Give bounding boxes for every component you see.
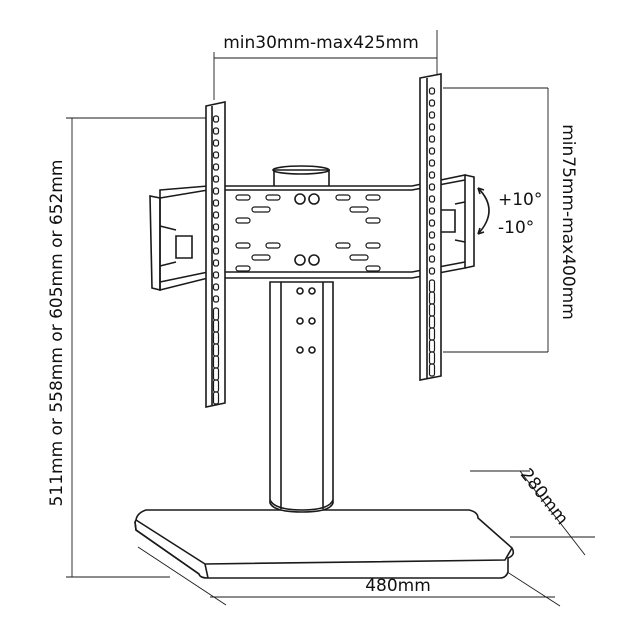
base-plate: [134, 509, 515, 579]
support-column: [269, 281, 334, 513]
right-arm-holes: [428, 87, 436, 377]
arm-hole: [212, 163, 220, 171]
arm-hole: [428, 267, 436, 275]
height-dimension: min75mm-max400mm: [443, 87, 578, 353]
arm-hole: [428, 183, 436, 191]
arm-hole: [212, 235, 220, 243]
arm-hole: [428, 231, 436, 239]
arm-hole: [212, 271, 220, 279]
arm-hole: [428, 279, 436, 293]
arm-hole: [428, 339, 436, 353]
arm-hole: [212, 139, 220, 147]
arm-hole: [428, 135, 436, 143]
column-cap: [272, 165, 330, 189]
arm-hole: [428, 303, 436, 317]
arm-hole: [212, 175, 220, 183]
arm-hole: [212, 211, 220, 219]
base-width-label: 480mm: [365, 576, 431, 596]
arm-hole: [212, 127, 220, 135]
arm-hole: [428, 363, 436, 377]
arm-hole: [428, 315, 436, 329]
stand-height-dimension: 511mm or 558mm or 605mm or 652mm: [47, 117, 210, 578]
arm-hole: [428, 147, 436, 155]
arm-hole: [212, 319, 220, 333]
arm-hole: [212, 223, 220, 231]
arm-hole: [428, 195, 436, 203]
arm-hole: [212, 187, 220, 195]
arm-hole: [212, 355, 220, 369]
arm-hole: [212, 343, 220, 357]
base-width-dimension: 480mm: [137, 546, 561, 607]
arm-hole: [212, 391, 220, 405]
arm-hole: [428, 327, 436, 341]
arm-hole: [428, 111, 436, 119]
arm-hole: [212, 199, 220, 207]
arm-hole: [212, 259, 220, 267]
arm-hole: [428, 171, 436, 179]
left-vertical-arm: [205, 101, 226, 408]
stand-height-label: 511mm or 558mm or 605mm or 652mm: [47, 160, 67, 507]
arm-hole: [212, 295, 220, 303]
height-range-label: min75mm-max400mm: [558, 124, 578, 320]
curved-double-arrow-icon: [477, 187, 490, 235]
arm-hole: [212, 283, 220, 291]
arm-hole: [428, 351, 436, 365]
arm-hole: [212, 307, 220, 321]
tilt-indicator: +10° -10°: [477, 187, 542, 238]
width-range-label: min30mm-max425mm: [223, 33, 419, 53]
arm-hole: [212, 331, 220, 345]
left-arm-holes: [212, 115, 220, 405]
arm-hole: [428, 243, 436, 251]
arm-hole: [428, 99, 436, 107]
mounting-plate: [149, 174, 475, 292]
arm-hole: [212, 367, 220, 381]
arm-hole: [428, 123, 436, 131]
base-depth-label: 280mm: [516, 465, 572, 529]
arm-hole: [212, 151, 220, 159]
arm-hole: [428, 207, 436, 215]
arm-hole: [212, 379, 220, 393]
arm-hole: [428, 159, 436, 167]
arm-hole: [428, 87, 436, 95]
arm-hole: [212, 247, 220, 255]
width-dimension: min30mm-max425mm: [213, 30, 438, 100]
arm-hole: [428, 291, 436, 305]
arm-hole: [428, 219, 436, 227]
arm-hole: [428, 255, 436, 263]
tilt-up-label: +10°: [498, 190, 542, 210]
tilt-down-label: -10°: [498, 218, 534, 238]
right-vertical-arm: [419, 73, 442, 381]
arm-hole: [212, 115, 220, 123]
